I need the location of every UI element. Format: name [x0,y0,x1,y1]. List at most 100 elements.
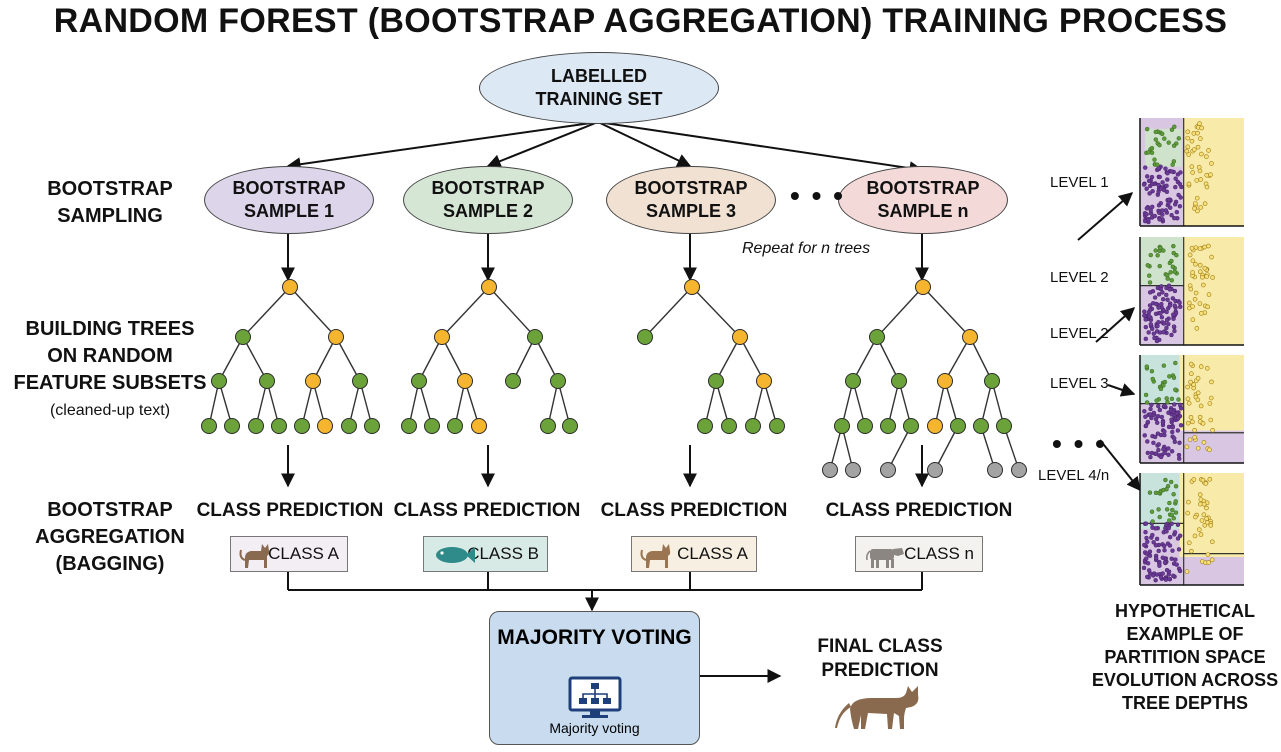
data-point [1144,186,1149,191]
tree-edge [218,336,244,382]
tree-node [211,373,227,389]
data-point [1150,525,1155,530]
data-point [1197,168,1203,174]
data-point [1176,452,1182,458]
data-point [1162,543,1167,549]
data-point [1143,317,1148,322]
data-point [1172,402,1177,407]
tree-node [224,418,240,434]
final-prediction-line1: FINAL CLASS [817,636,943,657]
flow-arrow [486,121,599,168]
class-box-2: CLASS B [423,536,548,572]
data-point [1143,423,1149,428]
data-point [1150,519,1155,524]
data-point [1162,136,1167,141]
data-point [1153,451,1159,457]
data-point [1153,248,1158,253]
data-point [1157,563,1162,568]
data-point [1189,164,1195,170]
data-point [1147,290,1153,295]
data-point [1184,569,1190,574]
flow-arrow [1107,383,1136,397]
tree-node [259,373,275,389]
data-point [1149,369,1155,374]
row-label-line: (BAGGING) [55,553,165,575]
cat-icon [835,686,919,729]
row-label-line: FEATURE SUBSETS [13,372,207,394]
data-point [1198,501,1203,507]
tree-edge [934,425,959,471]
data-point [1144,206,1150,211]
data-point [1169,332,1174,338]
tree-node [248,418,264,434]
data-point [1195,130,1200,136]
tree-edge [335,336,361,382]
class-label: CLASS B [467,544,539,563]
data-point [1144,535,1149,541]
data-point [1207,447,1212,453]
data-point [1189,548,1194,554]
data-point [1167,543,1173,548]
tree-edge [441,336,466,382]
data-point [1166,283,1172,288]
data-point [1163,208,1169,213]
data-point [1145,174,1150,179]
data-point [1205,304,1210,310]
tree-node [317,418,333,434]
data-point [1167,374,1172,379]
tree-node [845,373,861,389]
tree-node [364,418,380,434]
data-point [1144,126,1150,132]
cat-icon [239,544,270,568]
data-point [1210,427,1215,433]
data-point [1177,300,1182,305]
data-point [1173,176,1178,181]
data-point [1195,397,1201,403]
majority-voting-heading: MAJORITY VOTING [497,626,692,649]
root-label-line2: TRAINING SET [535,89,663,109]
data-point [1141,182,1147,187]
class-box-3: CLASS A [631,536,757,572]
partition-region [1183,237,1244,345]
data-point [1166,446,1171,451]
row-label-line: BUILDING TREES [25,318,195,340]
data-point [1177,440,1182,446]
final-prediction-line2: PREDICTION [821,660,939,681]
tree-node [697,418,713,434]
tree-node [341,418,357,434]
data-point [1158,186,1164,191]
data-point [1169,212,1174,218]
tree-node [481,279,497,295]
data-point [1173,557,1178,562]
data-point [1172,303,1177,308]
data-point [1167,518,1172,523]
data-point [1187,437,1193,443]
data-point [1157,407,1163,413]
data-point [1166,140,1171,145]
data-point [1149,509,1155,514]
data-point [1171,492,1176,497]
data-point [1143,165,1148,170]
tree-node [505,373,521,389]
level-label-3: LEVEL 3 [1050,375,1109,392]
data-point [1148,252,1153,258]
data-point [1172,328,1177,334]
data-point [1145,539,1150,544]
data-point [1157,514,1162,520]
data-point [1164,567,1170,573]
data-point [1204,274,1209,279]
data-point [1171,243,1176,249]
data-point [1201,501,1207,507]
data-point [1175,522,1181,527]
data-point [1202,244,1207,250]
data-point [1185,384,1190,390]
data-point [1193,290,1199,296]
class-label: CLASS A [268,544,339,563]
data-point [1206,292,1212,297]
data-point [1153,490,1159,496]
data-point [1200,477,1206,483]
row-label-line: ON RANDOM [47,345,173,367]
data-point [1160,208,1165,213]
data-point [1186,181,1192,187]
